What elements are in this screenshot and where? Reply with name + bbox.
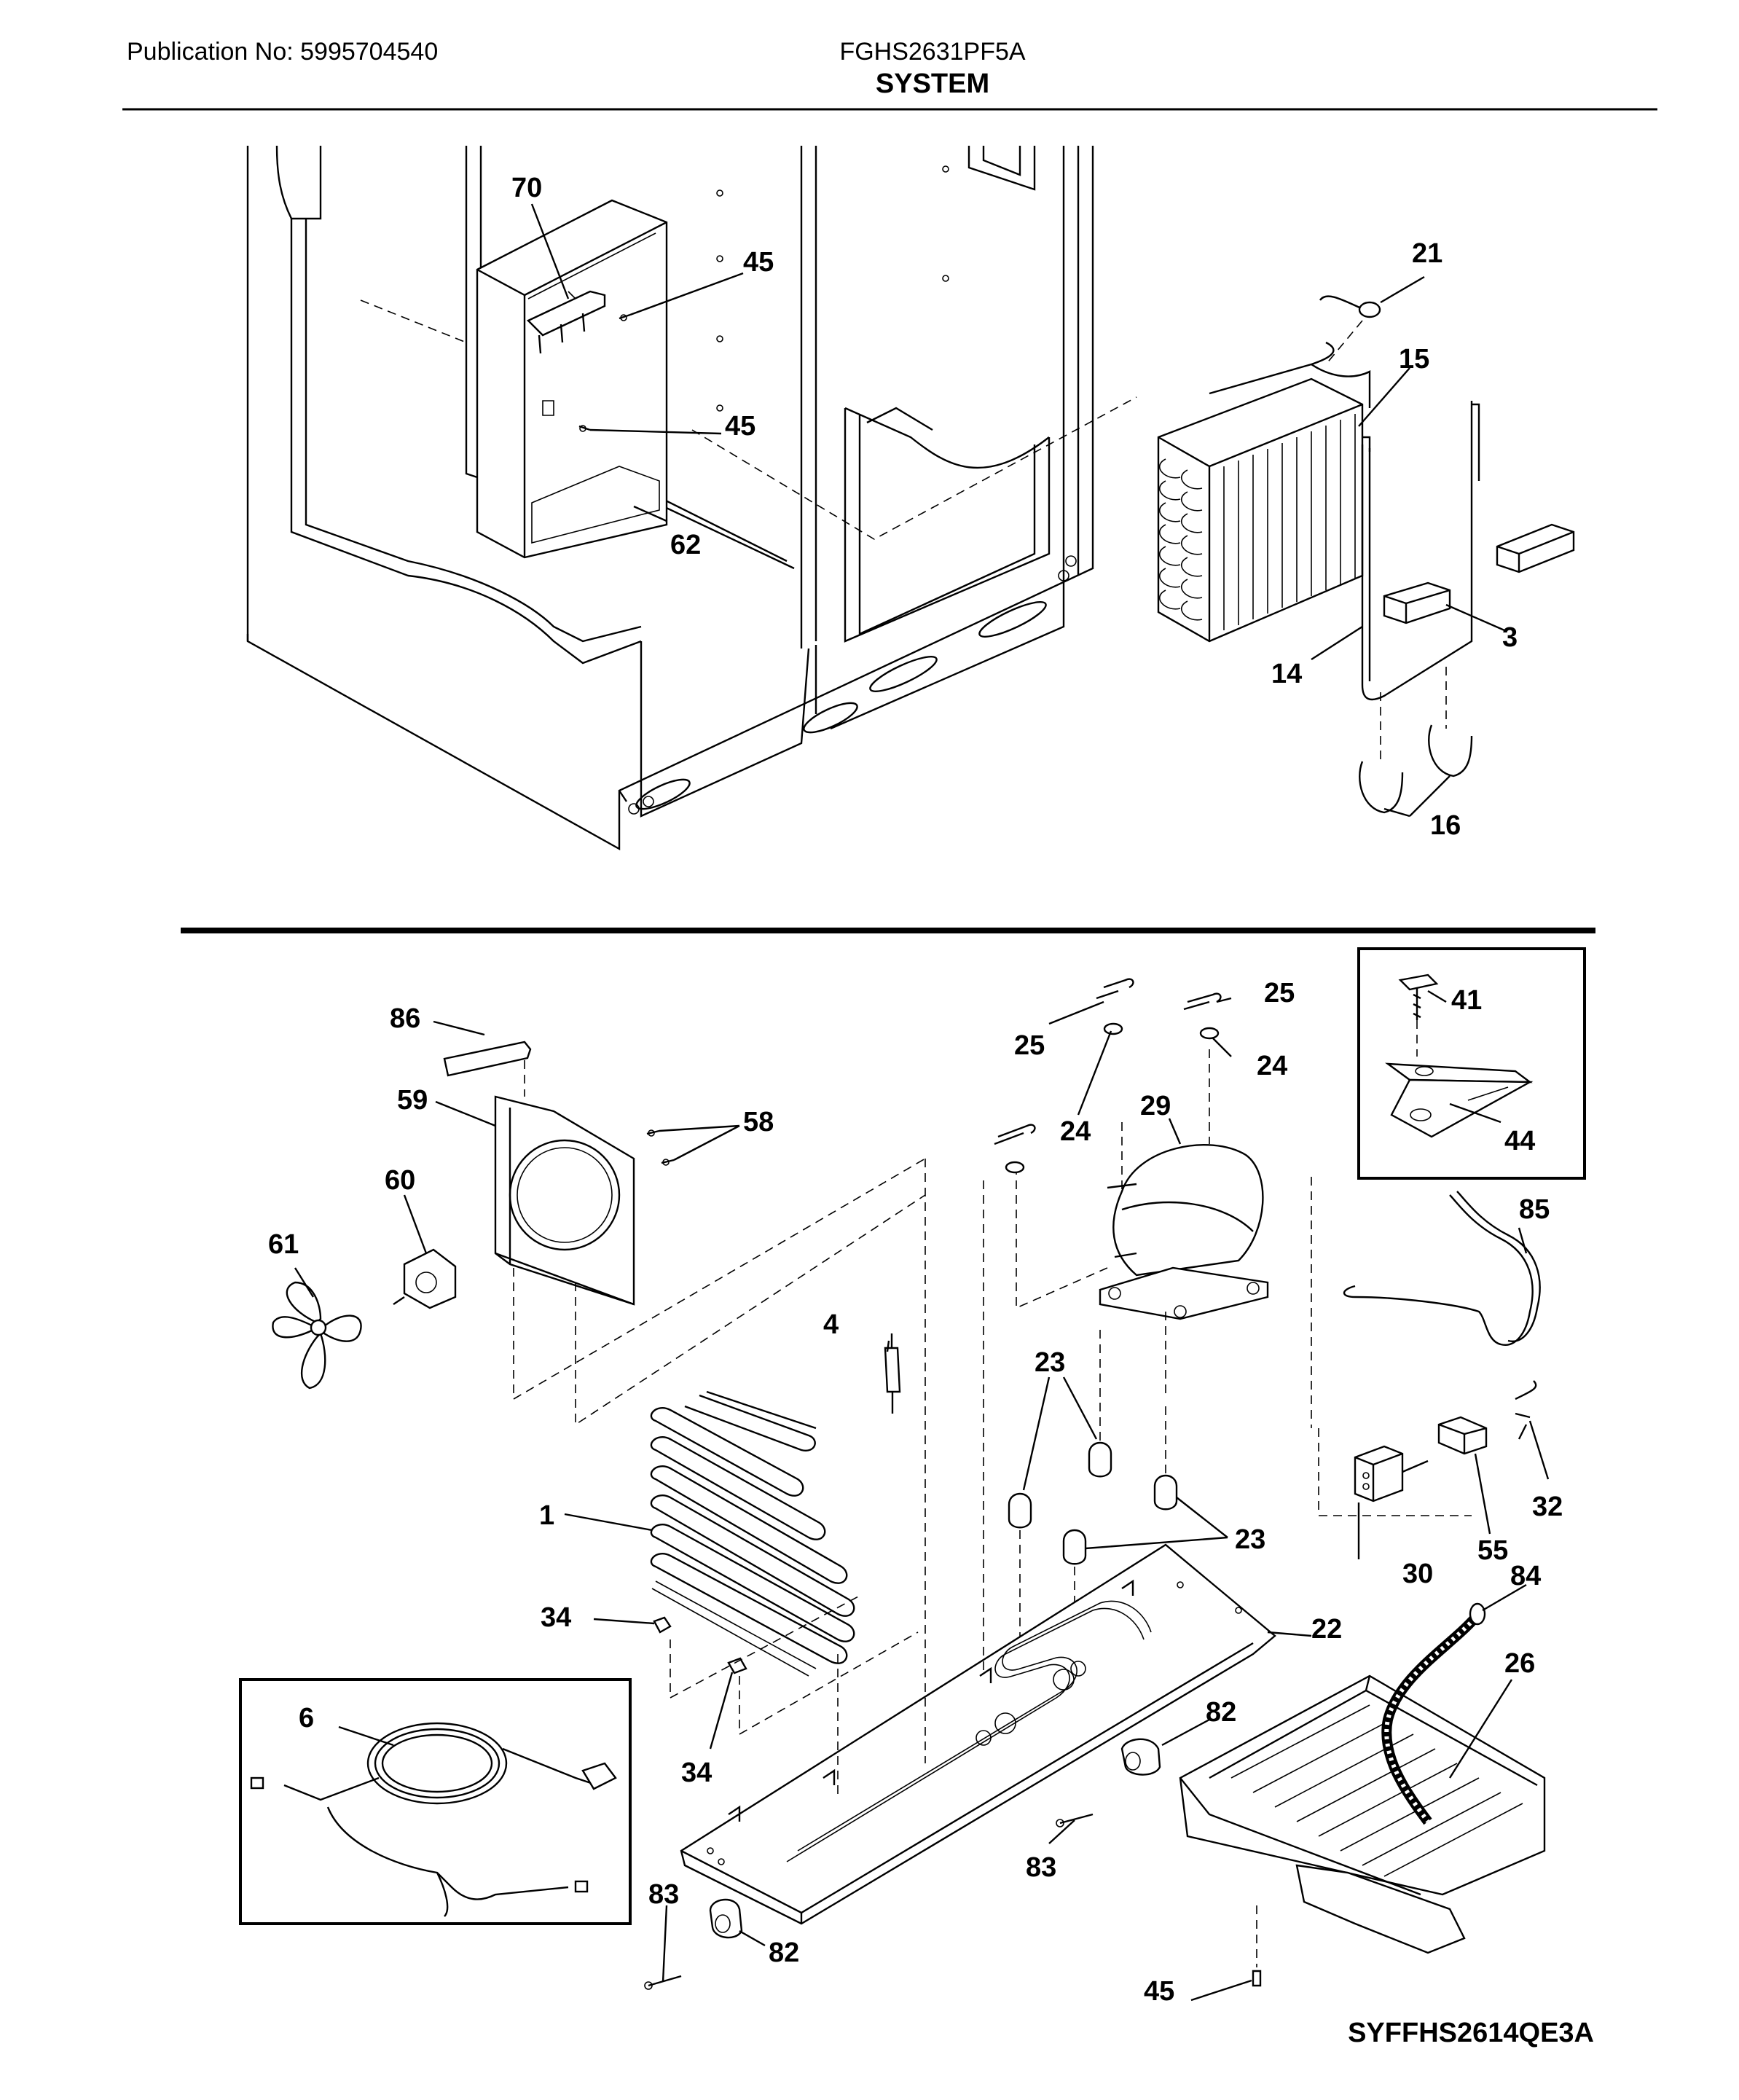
screw-part	[578, 313, 631, 432]
heater-clip-part	[1359, 724, 1473, 814]
callout-34-lower: 34	[681, 1758, 712, 1788]
callout-34-upper: 34	[541, 1602, 571, 1633]
callout-23-lower: 23	[1235, 1524, 1265, 1555]
callout-86: 86	[390, 1003, 420, 1034]
evaporator-bracket-part	[526, 290, 606, 354]
callout-83-right: 83	[1026, 1852, 1056, 1883]
defrost-thermostat-part	[1319, 295, 1381, 365]
model-number: FGHS2631PF5A	[839, 38, 1026, 66]
callout-41: 41	[1451, 985, 1482, 1016]
callout-22: 22	[1311, 1614, 1342, 1645]
callout-61: 61	[268, 1229, 299, 1260]
grommet-clip-parts	[994, 978, 1222, 1174]
callout-84: 84	[1510, 1561, 1541, 1591]
screw-45-bottom-part	[1252, 1905, 1262, 1987]
evaporator-cover-part	[476, 199, 668, 559]
callout-45-bottom: 45	[1144, 1976, 1174, 2007]
callout-3: 3	[1502, 622, 1518, 653]
spacer-34-parts	[653, 1616, 747, 1674]
callout-29: 29	[1140, 1091, 1171, 1121]
callout-25-left: 25	[1014, 1030, 1045, 1061]
filter-drier-part	[884, 1333, 901, 1414]
condenser-fan-shroud-part	[494, 1095, 926, 1426]
diagram-reference-code: SYFFHS2614QE3A	[1348, 2018, 1594, 2048]
callout-83-left: 83	[648, 1879, 679, 1910]
alignment-lines-bottom	[670, 1159, 1472, 1800]
compressor-part	[1016, 1049, 1312, 1428]
drain-tube-part	[1381, 1602, 1486, 1825]
callout-45-lower: 45	[725, 411, 755, 442]
callout-55: 55	[1477, 1535, 1508, 1566]
screw-58-part	[646, 1129, 675, 1166]
leveler-82-parts	[709, 1738, 1161, 1939]
callout-leaders-bottom	[294, 990, 1550, 2002]
condenser-coil-part	[650, 1390, 855, 1677]
cabinet-liner-illustration	[246, 145, 1137, 851]
heater-retainer-part	[1383, 523, 1575, 624]
callout-60: 60	[385, 1165, 415, 1196]
fan-motor-part	[393, 1248, 457, 1309]
callout-16: 16	[1430, 810, 1461, 841]
callout-59: 59	[397, 1085, 428, 1116]
callout-58: 58	[743, 1107, 774, 1137]
callout-45-upper: 45	[743, 247, 774, 278]
callout-15: 15	[1399, 344, 1429, 375]
callout-82-right: 82	[1206, 1697, 1236, 1728]
compressor-grommet-parts	[1008, 1330, 1178, 1720]
callout-23-upper: 23	[1035, 1347, 1065, 1378]
defrost-heater-part	[1361, 401, 1480, 765]
callout-26: 26	[1504, 1648, 1535, 1679]
power-cord-inset	[239, 1678, 632, 1925]
callout-1: 1	[539, 1500, 554, 1531]
callout-70: 70	[511, 173, 542, 203]
callout-14: 14	[1271, 659, 1302, 689]
callout-82-left: 82	[769, 1938, 799, 1968]
evaporator-coil-part	[1157, 341, 1371, 643]
callout-30: 30	[1402, 1559, 1433, 1589]
screw-83-parts	[644, 1813, 1094, 1990]
drain-pan-part	[1179, 1674, 1546, 1954]
callout-21: 21	[1412, 238, 1442, 269]
relay-overload-parts	[1354, 1380, 1537, 1502]
mounting-bracket-inset	[1357, 947, 1586, 1180]
fan-blade-part	[272, 1281, 362, 1390]
callout-24-left: 24	[1060, 1116, 1091, 1147]
callout-leaders-top	[530, 203, 1505, 818]
callout-4: 4	[823, 1309, 839, 1340]
callout-85: 85	[1519, 1194, 1550, 1225]
callout-25-right: 25	[1264, 978, 1295, 1008]
publication-number: Publication No: 5995704540	[127, 38, 439, 66]
compressor-base-plate-part	[680, 1543, 1276, 1925]
clip-86-part	[443, 1041, 532, 1097]
callout-44: 44	[1504, 1126, 1535, 1156]
callout-62: 62	[670, 530, 701, 560]
callout-6: 6	[299, 1703, 314, 1733]
callout-24-right: 24	[1257, 1051, 1287, 1081]
discharge-tube-part	[1343, 1191, 1541, 1346]
section-title: SYSTEM	[875, 68, 990, 99]
callout-32: 32	[1532, 1492, 1563, 1522]
